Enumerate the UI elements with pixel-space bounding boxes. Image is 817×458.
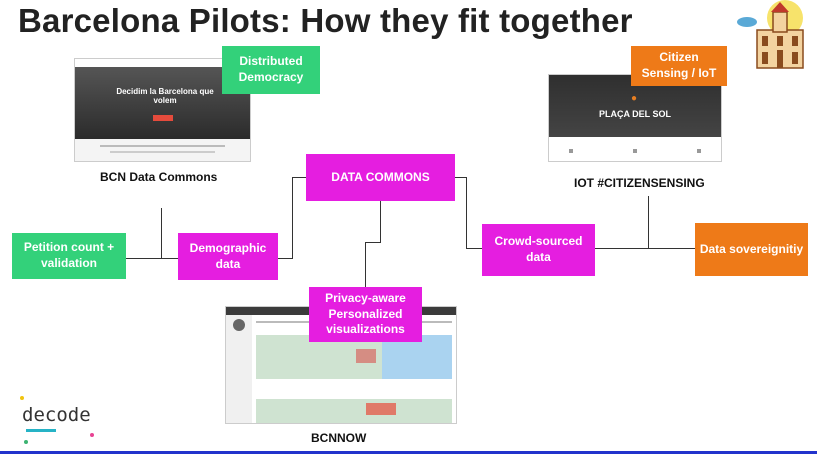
demographic-data-box: Demographic data: [178, 233, 278, 280]
bottom-rule: [0, 451, 817, 454]
slide-title: Barcelona Pilots: How they fit together: [18, 2, 633, 39]
avatar: [233, 319, 245, 331]
crowd-sourced-box: Crowd-sourced data: [482, 224, 595, 276]
distributed-democracy-box: Distributed Democracy: [222, 46, 320, 94]
privacy-aware-box: Privacy-aware Personalized visualization…: [309, 287, 422, 342]
placa-headline: PLAÇA DEL SOL: [598, 109, 671, 119]
iot-screenshot: ● PLAÇA DEL SOL: [548, 74, 722, 162]
map-view-2: [256, 399, 452, 423]
decidim-cta: [153, 115, 173, 121]
bcn-data-commons-caption: BCN Data Commons: [100, 170, 218, 184]
data-sovereignty-box: Data sovereignitiy: [695, 223, 808, 276]
decode-logo: decode: [18, 396, 108, 444]
fire-icon: ●: [631, 93, 638, 104]
city-hall-icon: [737, 0, 804, 69]
data-commons-box: DATA COMMONS: [306, 154, 455, 201]
map-view-1: [256, 335, 452, 379]
petition-count-box: Petition count + validation: [12, 233, 126, 279]
decidim-screenshot: Decidim la Barcelona que volem: [74, 58, 251, 162]
iot-caption: IOT #CITIZENSENSING: [574, 176, 705, 190]
citizen-sensing-box: Citizen Sensing / IoT: [631, 46, 727, 86]
bcnnow-caption: BCNNOW: [311, 431, 367, 445]
decidim-headline: Decidim la Barcelona que volem: [116, 87, 214, 105]
